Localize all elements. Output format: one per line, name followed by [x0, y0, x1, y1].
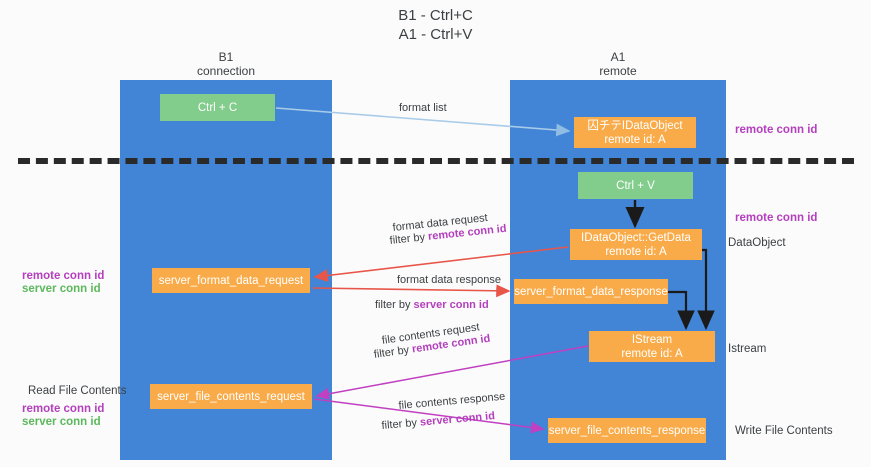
- lane-header-b1-name: B1: [218, 50, 234, 64]
- side-label-remote-conn-id-mid: remote conn id: [735, 212, 818, 224]
- box-ctrl-c[interactable]: Ctrl + C: [160, 94, 275, 121]
- box-idataobject-sub: remote id: A: [604, 133, 666, 146]
- filter-prefix: filter by: [373, 343, 413, 361]
- side-label-left-remote-conn-id-2: remote conn id: [22, 403, 105, 415]
- side-label-remote-conn-id-top: remote conn id: [735, 124, 818, 136]
- lane-header-a1: A1 remote: [518, 50, 718, 78]
- box-istream-title: IStream: [631, 333, 673, 346]
- box-server-format-data-request-label: server_format_data_request: [158, 274, 304, 287]
- box-server-format-data-request[interactable]: server_format_data_request: [152, 268, 310, 293]
- box-ctrl-v[interactable]: Ctrl + V: [578, 172, 693, 199]
- box-ctrl-v-label: Ctrl + V: [616, 179, 655, 192]
- diagram-title: B1 - Ctrl+C A1 - Ctrl+V: [0, 6, 871, 44]
- side-label-left-server-conn-id-1: server conn id: [22, 283, 101, 295]
- section-divider: [18, 158, 854, 164]
- side-label-dataobject: DataObject: [728, 237, 786, 249]
- box-istream-sub: remote id: A: [621, 347, 683, 360]
- box-getdata-title: IDataObject::GetData: [581, 231, 691, 244]
- edge-label-format-list: format list: [399, 102, 447, 114]
- box-idataobject-getdata[interactable]: IDataObject::GetData remote id: A: [570, 229, 702, 260]
- box-server-format-data-response-label: server_format_data_response: [514, 285, 668, 298]
- box-idataobject-title: 囚チテIDataObject: [587, 119, 683, 132]
- box-server-format-data-response[interactable]: server_format_data_response: [514, 279, 668, 304]
- filter-prefix: filter by: [375, 299, 414, 311]
- box-server-file-contents-response[interactable]: server_file_contents_response: [548, 418, 706, 443]
- filter-key-server-conn-id: server conn id: [413, 299, 489, 311]
- lane-header-b1: B1 connection: [126, 50, 326, 78]
- side-label-left-remote-conn-id-1: remote conn id: [22, 270, 105, 282]
- box-istream[interactable]: IStream remote id: A: [589, 331, 715, 362]
- edge-label-format-data-response-filter: filter by server conn id: [375, 298, 489, 312]
- title-line-1: B1 - Ctrl+C: [398, 7, 473, 24]
- edge-label-file-contents-response-filter: filter by server conn id: [381, 409, 496, 433]
- box-server-file-contents-request-label: server_file_contents_request: [157, 390, 305, 403]
- lane-header-a1-sub: remote: [599, 64, 637, 78]
- side-label-read-file-contents: Read File Contents: [28, 385, 127, 397]
- lane-header-a1-name: A1: [610, 50, 626, 64]
- connector-format-data-response: [312, 284, 511, 298]
- side-label-istream: Istream: [728, 343, 767, 355]
- box-server-file-contents-request[interactable]: server_file_contents_request: [150, 384, 312, 409]
- edge-label-format-data-response: format data response: [397, 274, 501, 286]
- box-ctrl-c-label: Ctrl + C: [197, 101, 238, 114]
- side-label-write-file-contents: Write File Contents: [735, 425, 833, 437]
- side-label-left-server-conn-id-2: server conn id: [22, 416, 101, 428]
- box-idataobject[interactable]: 囚チテIDataObject remote id: A: [574, 117, 696, 148]
- filter-prefix: filter by: [381, 416, 421, 432]
- box-server-file-contents-response-label: server_file_contents_response: [548, 424, 706, 437]
- filter-prefix: filter by: [389, 230, 429, 247]
- filter-key-server-conn-id: server conn id: [419, 410, 496, 429]
- lane-header-b1-sub: connection: [196, 64, 256, 78]
- title-line-2: A1 - Ctrl+V: [398, 26, 473, 43]
- box-getdata-sub: remote id: A: [605, 245, 667, 258]
